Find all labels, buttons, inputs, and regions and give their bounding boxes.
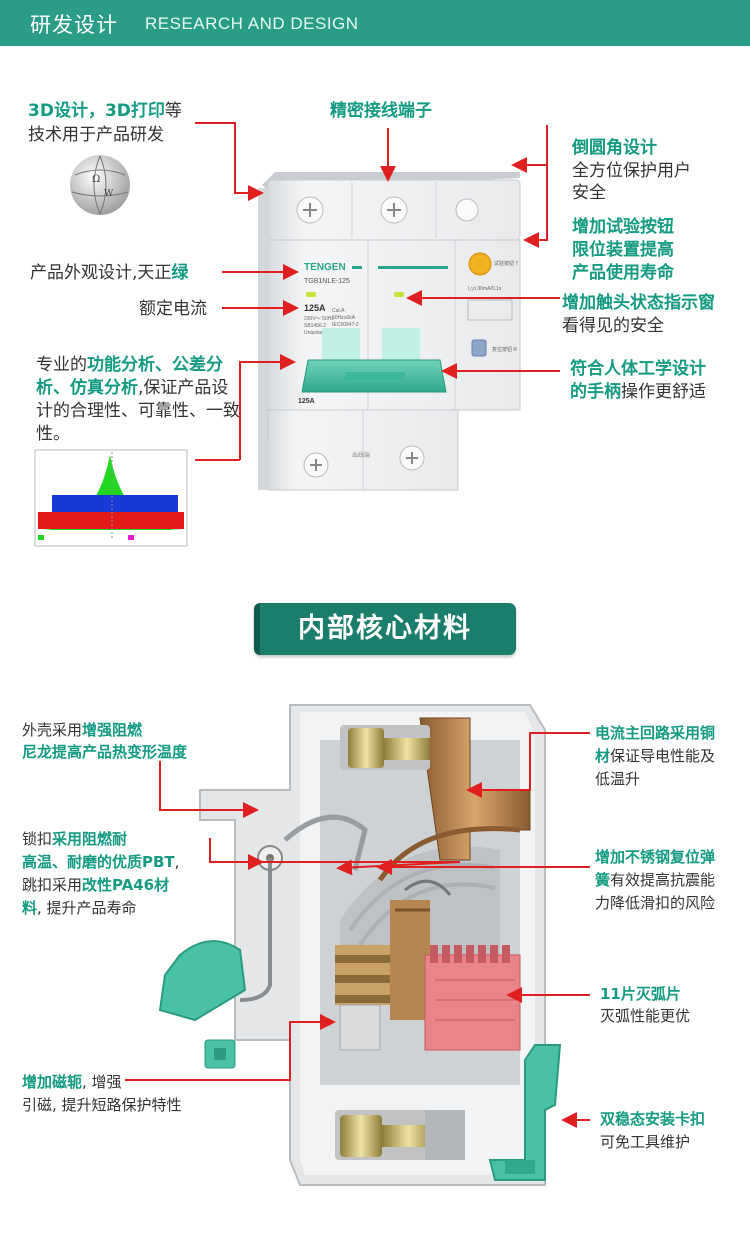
label-copper-p1: 保证导电性能及 <box>610 747 716 765</box>
device-class-2: 50Hz≥6kA <box>332 315 356 321</box>
terminal-screw <box>380 196 408 224</box>
label-spring-hl2: 簧 <box>595 871 611 889</box>
label-handle-1: 符合人体工学设计 <box>570 359 706 379</box>
label-test-button-1: 增加试验按钮 <box>572 217 674 237</box>
banner-title-en: RESEARCH AND DESIGN <box>145 14 359 33</box>
outlet-label: 出线端 <box>352 451 370 459</box>
leak-rating-label: I△n 30mA/0.1s <box>468 286 502 292</box>
label-copper-1: 电流主回路采用铜 <box>595 724 716 742</box>
label-contact-indicator-2: 看得见的安全 <box>562 316 664 336</box>
label-analysis-p2: ,保证产品设计的合理性、可靠性、一致性。 <box>36 378 240 444</box>
label-analysis-p1: 专业的 <box>36 355 87 375</box>
label-rated-current: 额定电流 <box>139 299 207 319</box>
label-magnet-1: 增加磁轭, 增强 <box>22 1071 122 1093</box>
label-rounded-line2: 全方位保护用户 <box>572 161 691 181</box>
terminal-screw <box>303 452 329 478</box>
label-lock-hl1: 采用阻燃耐 <box>52 830 128 848</box>
reset-button-label: 复位按钮 R <box>492 346 517 353</box>
label-magnet-2: 引磁, 提升短路保护特性 <box>22 1096 182 1114</box>
section-title-internal-materials: 内部核心材料 <box>254 603 516 655</box>
label-3d-design-rest: 等 <box>164 101 182 121</box>
device-spec-3: Unipolar <box>304 330 323 336</box>
label-3d-design-line2: 技术用于产品研发 <box>28 125 164 145</box>
terminal-screw <box>399 445 425 471</box>
arc-chute-plates <box>424 945 521 1051</box>
svg-text:Ω: Ω <box>92 174 100 185</box>
label-appearance-text: 产品外观设计,天正 <box>30 263 172 283</box>
label-lock-hl3: 改性PA46材 <box>82 876 170 894</box>
label-arc-1: 11片灭弧片 <box>600 985 681 1003</box>
label-spring-3: 力降低滑扣的风险 <box>595 894 716 912</box>
label-clip-2: 可免工具维护 <box>600 1133 691 1151</box>
label-shell-p1: 外壳采用 <box>22 721 83 739</box>
label-analysis: 专业的功能分析、公差分析、仿真分析,保证产品设计的合理性、可靠性、一致性。 <box>36 354 241 446</box>
label-contact-indicator: 增加触头状态指示窗 <box>562 293 715 313</box>
device-class-3: IEC60947-2 <box>332 322 359 328</box>
label-3d-design: 3D设计，3D打印等 <box>28 100 182 122</box>
device-rating-lower: 125A <box>298 398 315 405</box>
label-lock-1: 锁扣采用阻燃耐 <box>22 828 127 850</box>
label-spring-1: 增加不锈钢复位弹 <box>595 848 716 866</box>
label-appearance-hl: 绿 <box>171 263 189 283</box>
device-spec-1: 230V～ 50Hz <box>304 316 334 322</box>
label-spring-2: 簧有效提高抗震能 <box>595 869 715 891</box>
din-clip <box>488 1044 562 1181</box>
label-copper-3: 低温升 <box>595 770 641 788</box>
label-rounded-line3: 安全 <box>572 183 606 203</box>
label-shell-2: 尼龙提高产品热变形温度 <box>22 743 188 761</box>
breaker-cutaway <box>158 704 562 1186</box>
label-test-button-3: 产品使用寿命 <box>572 263 674 283</box>
test-button-label: 试验按钮 T <box>494 260 518 267</box>
reset-button <box>471 339 487 357</box>
label-arc-2: 灭弧性能更优 <box>600 1007 691 1025</box>
label-rounded-hl: 倒圆角设计 <box>572 138 657 158</box>
label-copper-hl2: 材 <box>595 747 611 765</box>
label-lock-p1: 锁扣 <box>22 830 53 848</box>
breaker-device: TENGEN TGB1NLE-125 125A 230V～ 50Hz SB145… <box>258 172 521 491</box>
label-lock-p3: 跳扣采用 <box>22 876 83 894</box>
label-magnet-p1: , 增强 <box>82 1073 122 1091</box>
label-lock-2: 高温、耐磨的优质PBT, <box>22 851 179 873</box>
svg-text:W: W <box>104 189 114 199</box>
terminal-screw <box>296 196 324 224</box>
label-shell: 外壳采用增强阻燃 <box>22 719 142 741</box>
label-lock-3: 跳扣采用改性PA46材 <box>22 874 169 896</box>
label-shell-hl1: 增强阻燃 <box>82 721 143 739</box>
label-precision-terminal-text: 精密接线端子 <box>330 101 432 121</box>
label-clip-1: 双稳态安装卡扣 <box>600 1110 706 1128</box>
label-test-button-2: 限位装置提高 <box>572 240 674 260</box>
label-lock-p2: , <box>174 853 180 871</box>
device-brand: TENGEN <box>304 262 346 273</box>
label-spring-p1: 有效提高抗震能 <box>610 871 716 889</box>
contact-indicator-window <box>394 292 404 297</box>
label-lock-hl4: 料 <box>22 899 38 917</box>
device-class-1: Cat.A <box>332 308 345 314</box>
label-handle-rest: 操作更舒适 <box>621 382 706 402</box>
device-model: TGB1NLE-125 <box>304 278 350 285</box>
cutaway-handle <box>158 940 247 1022</box>
device-spec-2: SB1456.2 <box>304 323 326 329</box>
label-handle-2: 的手柄操作更舒适 <box>570 381 706 403</box>
banner-title-cn: 研发设计 <box>30 13 118 37</box>
test-button <box>468 252 492 276</box>
label-lock-hl2: 高温、耐磨的优质PBT <box>22 853 175 871</box>
analysis-chart-image <box>34 449 188 547</box>
label-lock-p4: , 提升产品寿命 <box>37 899 137 917</box>
label-handle-hl2: 的手柄 <box>570 382 621 402</box>
label-precision-terminal: 精密接线端子 <box>330 100 432 122</box>
label-lock-4: 料, 提升产品寿命 <box>22 897 137 919</box>
device-rating: 125A <box>304 303 326 313</box>
globe-icon: Ω W <box>70 155 130 215</box>
label-magnet-hl: 增加磁轭 <box>22 1073 83 1091</box>
label-analysis-hl: 功能分析、公差分析、仿真分析 <box>36 355 223 398</box>
label-3d-design-hl: 3D设计，3D打印 <box>28 101 165 121</box>
header-banner: 研发设计 RESEARCH AND DESIGN <box>0 0 750 46</box>
label-rounded-corner: 倒圆角设计 <box>572 137 657 159</box>
label-copper-2: 材保证导电性能及 <box>595 745 715 767</box>
label-appearance: 产品外观设计,天正绿 <box>30 262 188 284</box>
